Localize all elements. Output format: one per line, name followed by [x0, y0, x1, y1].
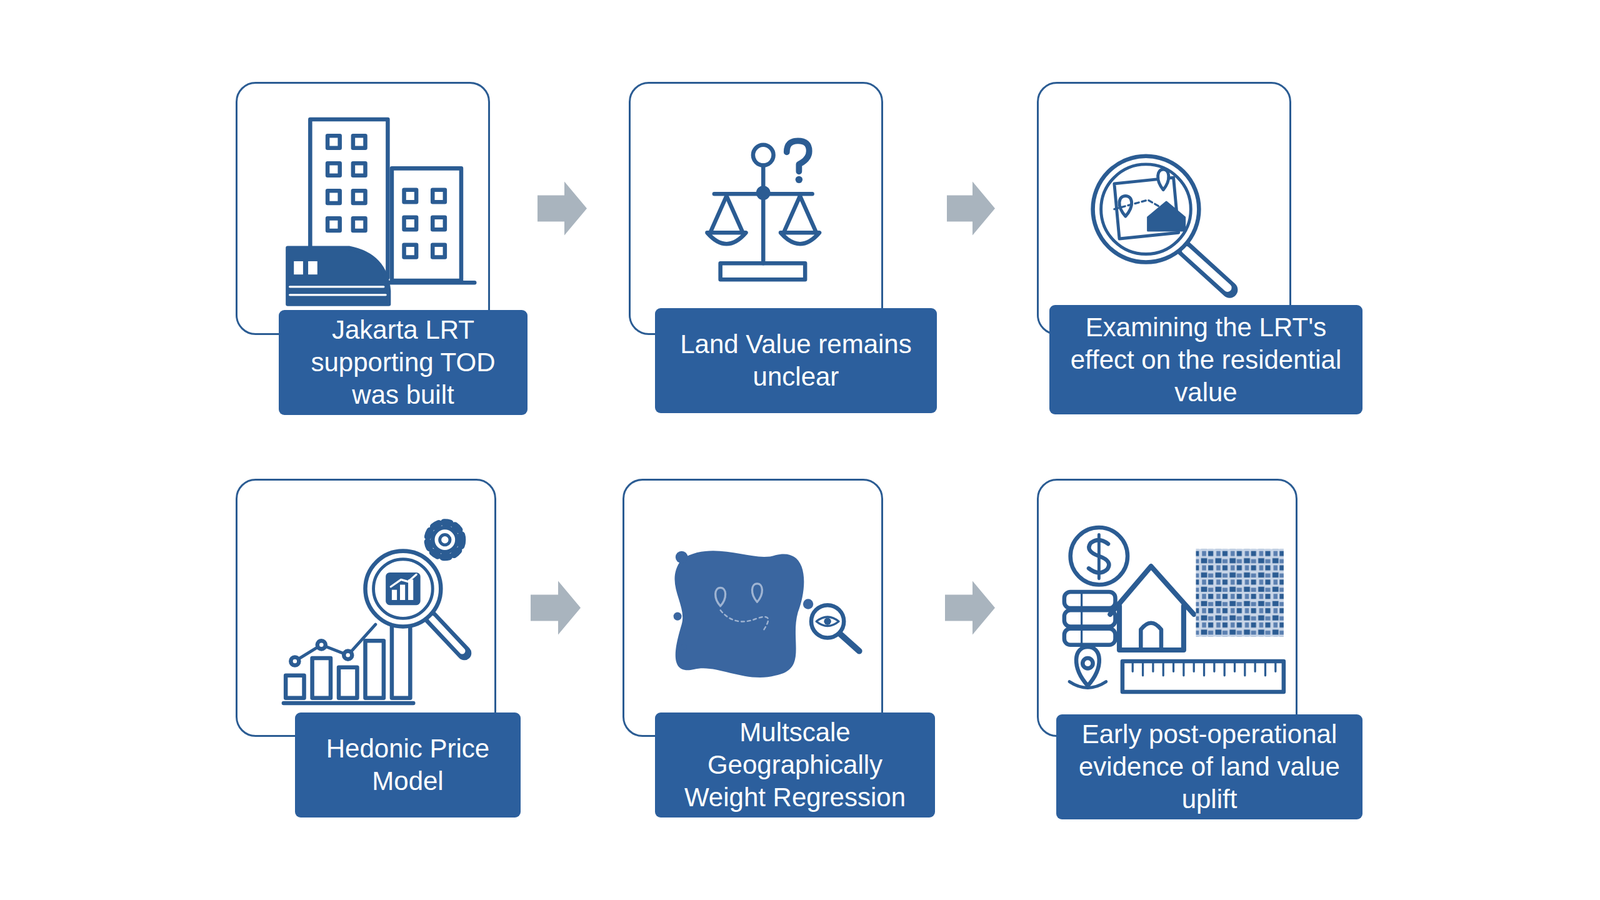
label-box: Multscale Geographically Weight Regressi…: [655, 712, 935, 818]
label-box: Jakarta LRT supporting TOD was built: [278, 310, 528, 415]
process-card: Hedonic Price Model: [235, 478, 521, 818]
process-card: Examining the LRT's effect on the reside…: [1036, 81, 1363, 415]
block-arrow: [945, 581, 995, 635]
card-outline: [1036, 478, 1298, 737]
process-card: Multscale Geographically Weight Regressi…: [622, 478, 935, 818]
label-box: Examining the LRT's effect on the reside…: [1049, 305, 1363, 415]
region-map-icon: [673, 550, 860, 678]
label-box: Hedonic Price Model: [295, 712, 521, 818]
block-arrow: [946, 181, 995, 236]
card-outline: [235, 81, 490, 335]
step-label: Examining the LRT's effect on the reside…: [1059, 311, 1353, 409]
process-card: Land Value remains unclear: [628, 81, 937, 414]
step-label: Land Value remains unclear: [665, 328, 927, 394]
process-card: Jakarta LRT supporting TOD was built: [235, 81, 528, 415]
step-label: Hedonic Price Model: [305, 732, 511, 798]
card-outline: [235, 478, 497, 737]
label-box: Land Value remains unclear: [655, 308, 937, 414]
land-value-icon: [1064, 527, 1284, 692]
building-train-icon: [287, 119, 475, 305]
block-arrow: [537, 181, 587, 236]
step-label: Multscale Geographically Weight Regressi…: [665, 716, 925, 814]
card-outline: [1036, 81, 1292, 335]
label-box: Early post-operational evidence of land …: [1056, 714, 1363, 820]
balance-scale-icon: [706, 140, 820, 280]
block-arrow: [530, 581, 581, 635]
card-outline: [622, 478, 884, 737]
step-label: Early post-operational evidence of land …: [1066, 718, 1353, 816]
step-label: Jakarta LRT supporting TOD was built: [288, 313, 518, 412]
process-card: Early post-operational evidence of land …: [1036, 478, 1363, 820]
map-magnifier-icon: [1093, 156, 1230, 290]
bar-chart-icon: [283, 522, 465, 704]
card-outline: [628, 81, 884, 335]
